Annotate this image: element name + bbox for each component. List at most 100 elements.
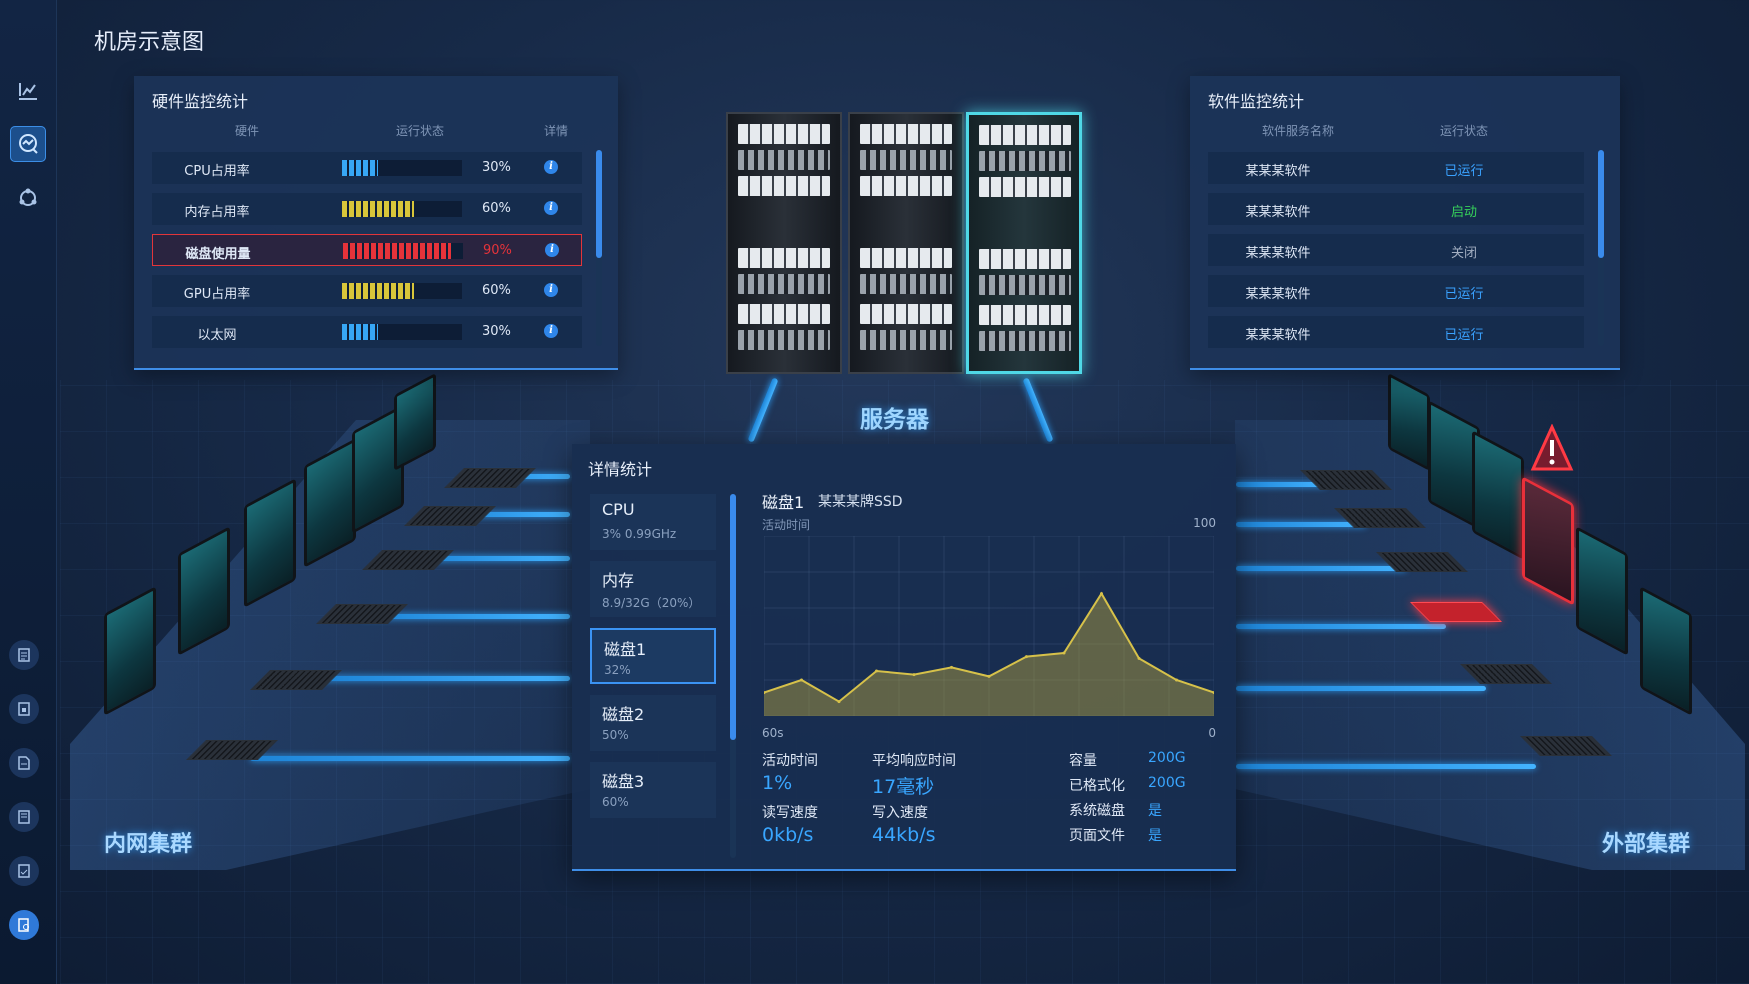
monitor-icon[interactable] (10, 126, 46, 162)
usage-percent: 60% (482, 201, 511, 216)
chart-point (1175, 678, 1178, 682)
page-file-label: 页面文件 (1069, 828, 1125, 844)
rw-speed-value: 0kb/s (762, 824, 814, 846)
info-icon[interactable]: i (544, 160, 558, 174)
lock-icon[interactable] (9, 694, 39, 724)
software-row[interactable]: 某某某软件已运行 (1208, 275, 1584, 307)
avg-response-label: 平均响应时间 (872, 753, 956, 769)
hardware-scrollbar[interactable] (596, 150, 602, 346)
report-search-icon[interactable] (9, 910, 39, 940)
software-name: 某某某软件 (1245, 164, 1311, 179)
hardware-name: 内存占用率 (184, 205, 250, 220)
write-speed-value: 44kb/s (872, 824, 936, 846)
chart-point (800, 678, 803, 682)
server-label: 服务器 (860, 407, 929, 433)
formatted-label: 已格式化 (1069, 778, 1125, 794)
chart-point (1062, 651, 1066, 655)
disk-title: 磁盘1 (762, 493, 805, 512)
hardware-name: 以太网 (197, 328, 237, 343)
checklist-icon[interactable] (9, 856, 39, 886)
write-speed-label: 写入速度 (872, 805, 928, 821)
usage-bar (343, 243, 463, 259)
tab-sub: 3% 0.99GHz (602, 527, 677, 541)
cable (320, 676, 570, 681)
doc-icon[interactable] (9, 748, 39, 778)
tab-name: 磁盘3 (602, 772, 645, 791)
usage-bar (342, 160, 462, 176)
usage-percent: 30% (482, 160, 511, 175)
software-row[interactable]: 某某某软件关闭 (1208, 234, 1584, 266)
info-icon[interactable]: i (544, 324, 558, 338)
rw-speed-label: 读写速度 (762, 805, 818, 821)
chart-point (1025, 655, 1028, 659)
hardware-row[interactable]: 以太网 30% i (152, 316, 582, 348)
capacity-label: 容量 (1069, 753, 1097, 769)
page-file-value: 是 (1148, 828, 1162, 844)
chart-point (1212, 691, 1214, 695)
capacity-value: 200G (1148, 750, 1186, 766)
hardware-row[interactable]: 内存占用率 60% i (152, 193, 582, 225)
info-icon[interactable]: i (544, 283, 558, 297)
info-icon[interactable]: i (545, 243, 559, 257)
scroll-thumb[interactable] (1598, 150, 1604, 258)
server-rack[interactable] (848, 112, 964, 374)
software-scrollbar[interactable] (1598, 150, 1604, 346)
chart-point (950, 665, 953, 669)
detail-scrollbar[interactable] (730, 494, 736, 858)
info-icon[interactable]: i (544, 201, 558, 215)
cable (440, 512, 570, 517)
warning-icon[interactable] (1530, 424, 1574, 474)
tab-sub: 50% (602, 728, 629, 742)
sidebar (0, 0, 57, 984)
intranet-cluster-label: 内网集群 (104, 832, 193, 857)
software-name: 某某某软件 (1245, 246, 1311, 261)
chart-ylabel: 活动时间 (762, 518, 811, 532)
usage-bar (342, 324, 462, 340)
usage-bar (342, 283, 462, 299)
tab-sub: 8.9/32G（20%） (602, 596, 701, 610)
software-name: 某某某软件 (1245, 205, 1311, 220)
tab-sub: 32% (604, 663, 631, 677)
hardware-panel-title: 硬件监控统计 (152, 92, 249, 111)
server-rack-selected[interactable] (966, 112, 1082, 374)
chart-point (1100, 592, 1103, 596)
usage-bar-fill (342, 283, 414, 299)
column-header: 运行状态 (1439, 124, 1488, 138)
page-title: 机房示意图 (94, 30, 205, 55)
software-row[interactable]: 某某某软件 已运行 (1208, 316, 1584, 348)
tab-name: 磁盘1 (604, 640, 647, 659)
disk-model: 某某某牌SSD (818, 494, 903, 510)
software-row[interactable]: 某某某软件启动 (1208, 193, 1584, 225)
software-row[interactable]: 某某某软件已运行 (1208, 152, 1584, 184)
chart-point (764, 691, 766, 695)
hardware-name: GPU占用率 (183, 287, 251, 302)
list-icon[interactable] (9, 640, 39, 670)
system-disk-label: 系统磁盘 (1069, 803, 1125, 819)
chart-point (875, 669, 878, 673)
server-rack[interactable] (726, 112, 842, 374)
scroll-thumb[interactable] (596, 150, 602, 258)
active-time-label: 活动时间 (762, 753, 818, 769)
usage-bar-fill (342, 324, 378, 340)
detail-tab[interactable]: 内存 8.9/32G（20%） (590, 561, 716, 617)
usage-percent: 30% (482, 324, 511, 339)
chart-icon[interactable] (10, 72, 46, 108)
usage-bar-fill (343, 243, 451, 259)
cable (410, 556, 570, 561)
tab-name: 内存 (602, 571, 635, 590)
chart-area (764, 593, 1214, 716)
tab-name: 磁盘2 (602, 705, 645, 724)
software-status: 已运行 (1444, 328, 1484, 343)
software-name: 某某某软件 (1245, 328, 1311, 343)
scroll-thumb[interactable] (730, 494, 736, 740)
book-icon[interactable] (9, 802, 39, 832)
cluster-icon[interactable] (10, 180, 46, 216)
cable (1236, 764, 1536, 769)
